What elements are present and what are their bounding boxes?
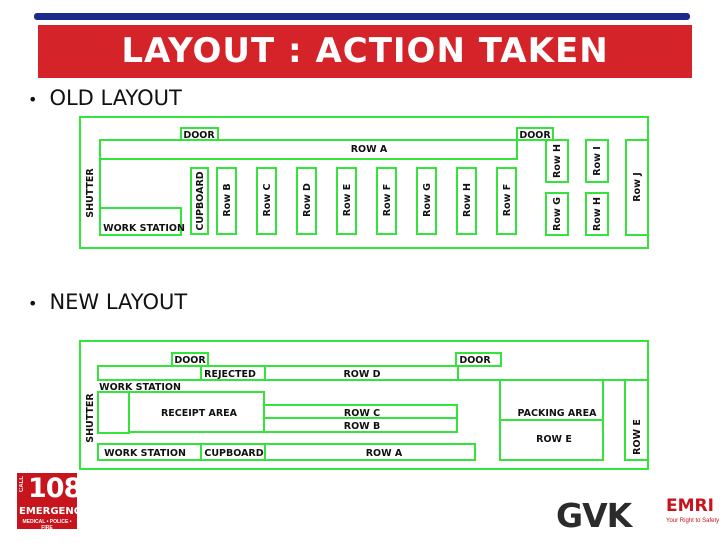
new-row-c-label: ROW C bbox=[344, 408, 380, 419]
old-row-i bbox=[585, 139, 609, 183]
new-receipt-side bbox=[97, 391, 130, 434]
bullet-icon: • bbox=[28, 293, 38, 313]
old-row-h-top-label: Row H bbox=[552, 144, 563, 178]
old-row-label: Row C bbox=[262, 184, 273, 217]
new-shutter-label: SHUTTER bbox=[85, 393, 96, 443]
old-work-station bbox=[99, 207, 182, 236]
new-work-station-top bbox=[97, 365, 202, 381]
new-receipt-area-label: RECEIPT AREA bbox=[161, 408, 238, 419]
new-door-left-label: DOOR bbox=[174, 355, 206, 366]
new-row-d-return bbox=[457, 366, 625, 381]
old-row-b bbox=[216, 167, 237, 235]
old-row-c bbox=[256, 167, 277, 235]
bullet-new-layout: • NEW LAYOUT bbox=[28, 290, 187, 314]
old-row-label: Row B bbox=[222, 183, 233, 216]
old-row-h-top bbox=[545, 139, 569, 183]
old-row-a-shelf bbox=[99, 139, 518, 208]
old-row-j bbox=[625, 139, 649, 236]
new-row-a bbox=[264, 443, 476, 461]
old-row-label: Row H bbox=[462, 183, 473, 217]
new-door-right-label: DOOR bbox=[459, 355, 491, 366]
old-work-station-label: WORK STATION bbox=[103, 223, 185, 234]
bullet-icon: • bbox=[28, 89, 38, 109]
new-row-a-label: ROW A bbox=[366, 448, 403, 459]
new-rejected-label: REJECTED bbox=[204, 369, 256, 380]
new-row-e-mid-label: ROW E bbox=[536, 434, 572, 445]
bullet-new-label: NEW LAYOUT bbox=[49, 290, 188, 314]
logo-brand: GVK bbox=[556, 496, 632, 535]
old-row-i-label: Row I bbox=[592, 146, 603, 175]
logo-number: 108 bbox=[28, 473, 82, 504]
old-row-h bbox=[456, 167, 477, 235]
old-row-label: Row F bbox=[382, 184, 393, 216]
logo-call-text: CALL bbox=[19, 476, 25, 492]
old-row-a-label: ROW A bbox=[351, 144, 388, 155]
old-row-g-bottom-label: Row G bbox=[552, 197, 563, 231]
old-layout-diagram: DOOR DOOR ROW A SHUTTER WORK STATION CUP… bbox=[79, 116, 649, 249]
old-row-label: Row G bbox=[422, 183, 433, 217]
old-row-label: Row E bbox=[342, 184, 353, 216]
old-row-g bbox=[416, 167, 437, 235]
new-work-station-top-label: WORK STATION bbox=[99, 382, 181, 393]
new-layout-diagram: DOOR DOOR REJECTED ROW D WORK STATION SH… bbox=[79, 340, 649, 470]
old-shutter-label: SHUTTER bbox=[85, 168, 96, 218]
logo-name: EMRI bbox=[666, 496, 714, 516]
new-door-right bbox=[455, 352, 502, 367]
old-row-d bbox=[296, 167, 317, 235]
old-cupboard bbox=[190, 167, 209, 235]
old-row-e bbox=[336, 167, 357, 235]
new-row-e-side-label: ROW E bbox=[632, 419, 643, 455]
gvk-emri-logo: GVK EMRI Your Right to Safety bbox=[556, 490, 722, 535]
top-accent-bar bbox=[34, 13, 690, 20]
old-row-j-label: Row J bbox=[632, 172, 643, 201]
new-row-b-label: ROW B bbox=[344, 421, 380, 432]
logo-emergency-text: EMERGENCY bbox=[19, 506, 89, 517]
old-row-f2 bbox=[496, 167, 517, 235]
old-row-label: Row D bbox=[302, 183, 313, 217]
old-row-h-bottom-label: Row H bbox=[592, 197, 603, 231]
new-row-b bbox=[263, 417, 458, 433]
old-door-right bbox=[516, 127, 554, 141]
old-row-label: Row F bbox=[502, 184, 513, 216]
logo-tagline: Your Right to Safety bbox=[666, 518, 720, 524]
new-cupboard-label: CUPBOARD bbox=[204, 448, 263, 459]
new-work-station-bottom-label: WORK STATION bbox=[104, 448, 186, 459]
bullet-old-layout: • OLD LAYOUT bbox=[28, 86, 182, 110]
new-row-d-label: ROW D bbox=[343, 369, 380, 380]
emergency-108-logo: CALL 108 EMERGENCY MEDICAL • POLICE • FI… bbox=[17, 473, 89, 531]
old-row-f bbox=[376, 167, 397, 235]
old-door-left-label: DOOR bbox=[183, 130, 215, 141]
old-cupboard-label: CUPBOARD bbox=[195, 171, 206, 230]
new-row-e-side bbox=[624, 379, 649, 461]
logo-tagline: MEDICAL • POLICE • FIRE bbox=[22, 519, 72, 531]
slide-title: LAYOUT : ACTION TAKEN bbox=[38, 25, 692, 78]
bullet-old-label: OLD LAYOUT bbox=[49, 86, 182, 110]
old-door-right-label: DOOR bbox=[519, 130, 551, 141]
old-row-h-bottom bbox=[585, 192, 609, 236]
new-packing-area-label: PACKING AREA bbox=[518, 408, 598, 419]
old-row-g-bottom bbox=[545, 192, 569, 236]
